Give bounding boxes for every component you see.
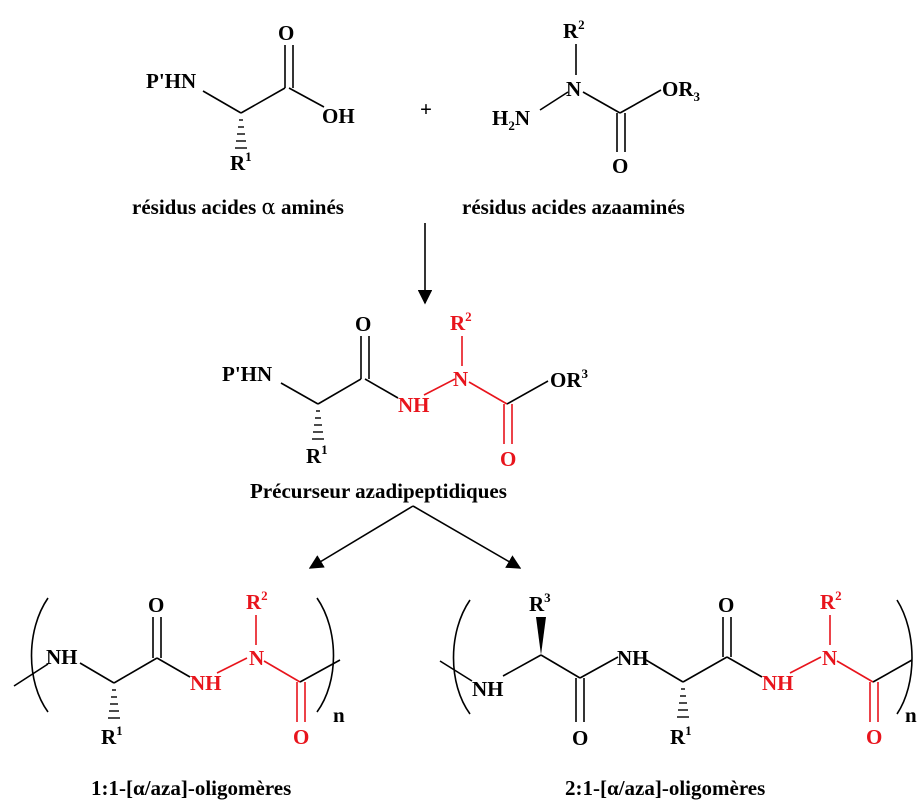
caption-precursor: Précurseur azadipeptidiques — [250, 479, 507, 503]
carbonyl-oxygen-label: O — [718, 593, 734, 617]
amine-label: P'HN — [222, 362, 272, 386]
amine-label: P'HN — [146, 69, 196, 93]
r1-label: R1 — [306, 442, 328, 468]
bond — [439, 660, 473, 682]
nh-red-label: NH — [762, 671, 794, 695]
h2n-label: H2N — [492, 106, 530, 133]
r3-label: R3 — [529, 590, 551, 616]
bond — [79, 662, 115, 684]
r1-label: R1 — [230, 149, 252, 175]
r2-label: R2 — [246, 588, 268, 614]
bond — [216, 657, 248, 674]
bond — [280, 382, 319, 405]
bond — [13, 663, 49, 687]
alpha-amino-acid-structure: P'HN O OH R1 — [146, 21, 355, 175]
bond — [317, 378, 362, 405]
r1-label: R1 — [670, 723, 692, 749]
caption-aza-amino-acids: résidus acides azaaminés — [462, 195, 685, 219]
bond — [288, 87, 325, 108]
left-parenthesis — [452, 599, 471, 715]
bond — [113, 657, 158, 684]
r1-label: R1 — [101, 723, 123, 749]
nh-label: NH — [46, 645, 78, 669]
plus-sign: + — [420, 97, 432, 121]
oligomer-2-1-structure: NH R3 O NH R1 O NH R2 N O n — [439, 588, 917, 750]
bond — [299, 659, 341, 683]
bond — [619, 89, 662, 114]
bond — [645, 659, 684, 683]
hashed-wedge — [312, 410, 324, 440]
nh-left-label: NH — [472, 677, 504, 701]
bond — [540, 654, 581, 679]
caption-oligomer-1-1: 1:1-[α/aza]-oligomères — [91, 776, 291, 800]
bond — [502, 654, 542, 677]
azadipeptide-precursor-structure: P'HN O NH R2 N OR3 O R1 — [222, 309, 589, 471]
ester-carbonyl-oxygen-label: O — [500, 447, 516, 471]
ester-label: OR3 — [662, 77, 701, 104]
hashed-wedge — [235, 119, 247, 149]
nitrogen-label: N — [822, 646, 837, 670]
carbonyl-oxygen-label: O — [148, 593, 164, 617]
bond — [539, 91, 569, 111]
hydroxyl-label: OH — [322, 104, 355, 128]
right-parenthesis — [316, 597, 335, 713]
r2-label: R2 — [820, 588, 842, 614]
bond — [506, 380, 549, 405]
bond — [240, 87, 286, 114]
carbonyl-oxygen-bottom-label: O — [572, 726, 588, 750]
bond — [872, 659, 913, 683]
bond — [156, 657, 191, 678]
nitrogen-label: N — [566, 77, 581, 101]
carbonyl-oxygen-red-label: O — [866, 725, 882, 749]
hashed-wedge — [108, 689, 120, 719]
r2-label: R2 — [563, 17, 585, 43]
repeat-subscript: n — [333, 703, 345, 727]
nh-red-label: NH — [190, 671, 222, 695]
bond — [579, 656, 619, 679]
caption-oligomer-2-1: 2:1-[α/aza]-oligomères — [565, 776, 765, 800]
carbonyl-oxygen-label: O — [278, 21, 294, 45]
left-parenthesis — [30, 597, 49, 713]
oligomer-1-1-structure: NH O NH R2 N O R1 n — [13, 588, 345, 749]
ester-carbonyl-oxygen-label: O — [612, 154, 628, 178]
caption-alpha-amino-acids: résidus acides α aminés — [132, 195, 344, 219]
nh-label: NH — [398, 393, 430, 417]
bond — [582, 91, 621, 114]
bond — [202, 90, 242, 114]
wedge-bond — [536, 617, 546, 655]
nitrogen-label: N — [249, 646, 264, 670]
bond — [364, 378, 399, 399]
r2-label: R2 — [450, 309, 472, 335]
bond — [726, 656, 763, 678]
carbonyl-oxygen-label: O — [355, 312, 371, 336]
carbonyl-oxygen-red-label: O — [293, 725, 309, 749]
repeat-subscript: n — [905, 703, 917, 727]
nh-middle-label: NH — [617, 646, 649, 670]
bond — [682, 656, 728, 683]
bond — [789, 656, 822, 674]
aza-amino-acid-structure: R2 N H2N OR3 O — [492, 17, 701, 178]
hashed-wedge — [677, 688, 689, 718]
bond — [836, 660, 874, 683]
bond — [468, 381, 508, 405]
ester-label: OR3 — [550, 366, 589, 392]
bond — [423, 378, 456, 396]
bond — [263, 660, 301, 683]
right-parenthesis — [896, 599, 913, 715]
reaction-arrow-right — [412, 505, 522, 569]
nitrogen-label: N — [453, 367, 468, 391]
reaction-arrow-left — [308, 505, 414, 569]
